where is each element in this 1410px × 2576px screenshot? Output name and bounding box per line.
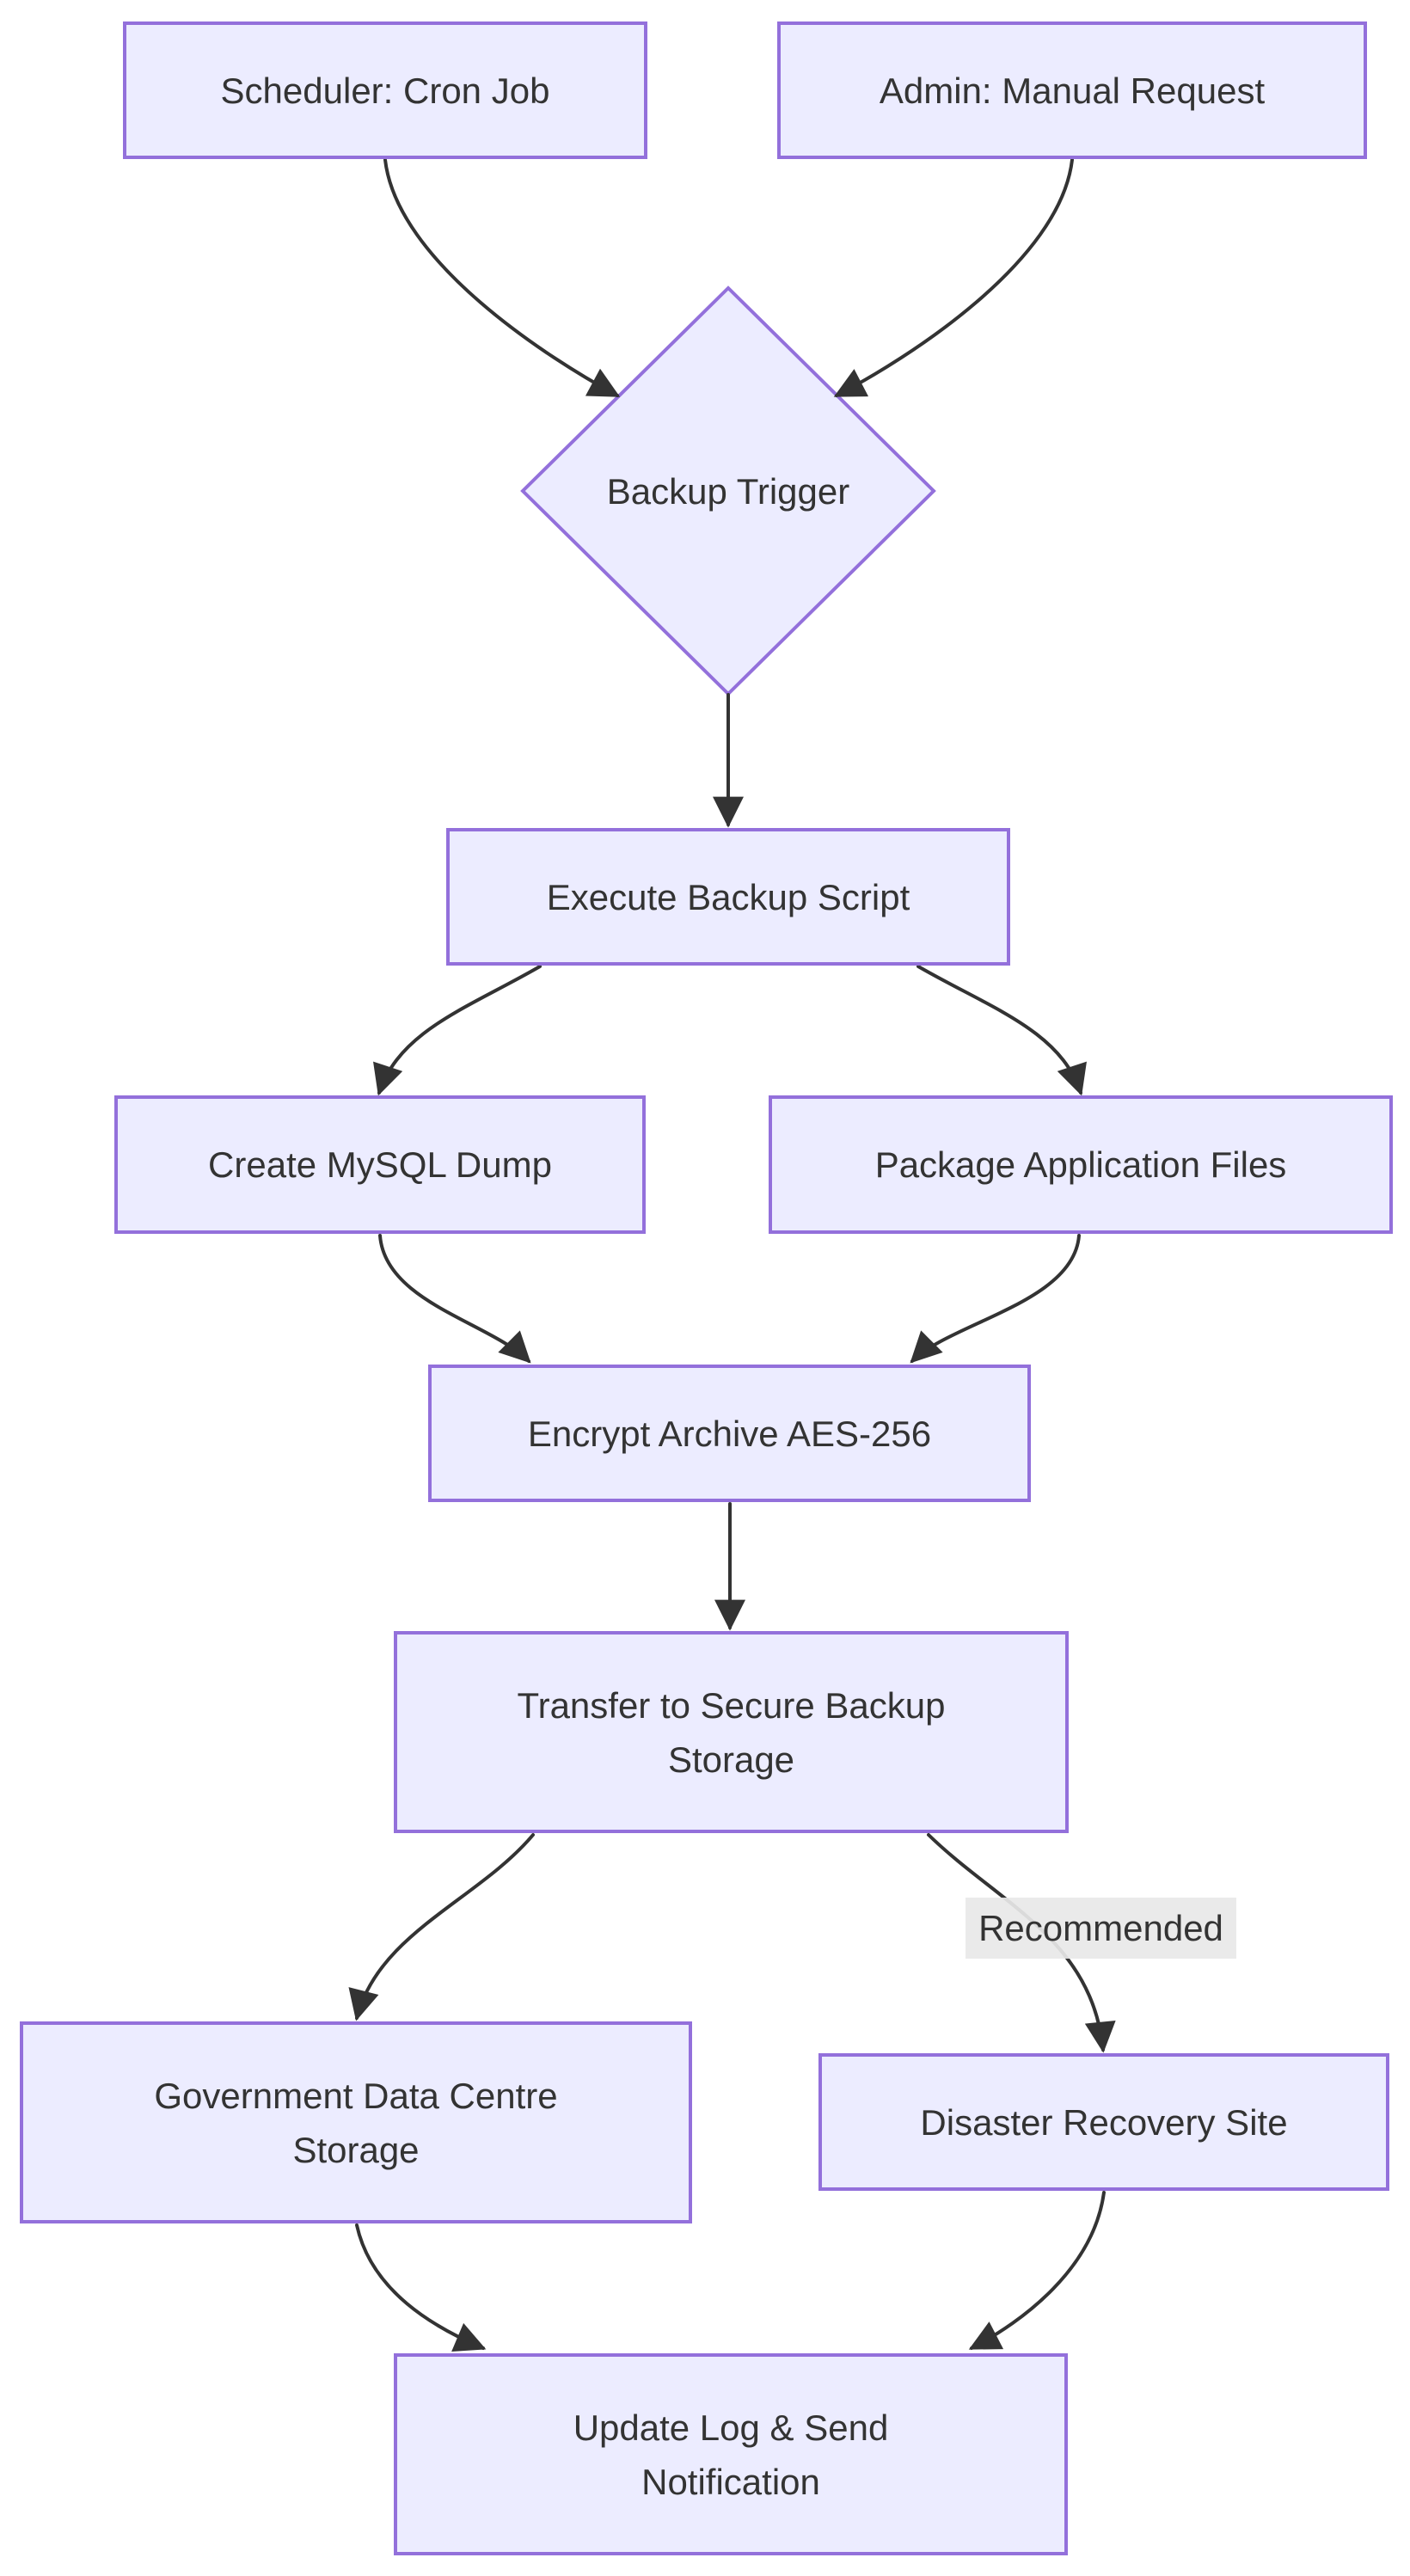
edge-execute-package [916, 965, 1087, 1096]
edge-admin-trigger [833, 158, 1074, 397]
node-mysql-label: Create MySQL Dump [208, 1144, 552, 1185]
edge-mysql-encrypt [378, 1234, 531, 1364]
edge-government-update [355, 2223, 487, 2352]
node-government-data-centre-storage: Government Data Centre Storage [20, 2021, 692, 2223]
node-scheduler-label: Scheduler: Cron Job [220, 70, 550, 111]
node-admin-manual-request: Admin: Manual Request [777, 21, 1367, 159]
node-execute-backup-script: Execute Backup Script [446, 828, 1010, 966]
node-update-label: Update Log & Send Notification [573, 2407, 889, 2502]
node-encrypt-label: Encrypt Archive AES-256 [527, 1413, 932, 1454]
edge-package-encrypt [910, 1234, 1081, 1364]
node-package-label: Package Application Files [874, 1144, 1287, 1185]
edge-transfer-government [348, 1833, 535, 2021]
node-update-log-send-notification: Update Log & Send Notification [394, 2353, 1068, 2555]
node-transfer-secure-backup-storage: Transfer to Secure Backup Storage [394, 1631, 1069, 1833]
node-scheduler-cron-job: Scheduler: Cron Job [123, 21, 647, 159]
node-transfer-label: Transfer to Secure Backup Storage [517, 1684, 946, 1780]
node-backup-trigger: Backup Trigger [556, 439, 900, 543]
node-trigger-label: Backup Trigger [606, 470, 850, 512]
node-disaster-recovery-site: Disaster Recovery Site [818, 2053, 1389, 2191]
node-execute-label: Execute Backup Script [546, 876, 910, 917]
edge-scheduler-trigger [383, 158, 621, 397]
node-create-mysql-dump: Create MySQL Dump [114, 1095, 646, 1234]
node-disaster-label: Disaster Recovery Site [920, 2101, 1288, 2143]
node-package-application-files: Package Application Files [769, 1095, 1393, 1234]
node-encrypt-archive-aes-256: Encrypt Archive AES-256 [428, 1365, 1031, 1502]
edge-execute-mysql [373, 965, 542, 1096]
edge-disaster-update [968, 2191, 1106, 2350]
node-admin-label: Admin: Manual Request [879, 70, 1266, 111]
edge-label-recommended-text: Recommended [978, 1907, 1223, 1948]
edge-label-recommended: Recommended [966, 1898, 1236, 1959]
node-government-label: Government Data Centre Storage [154, 2075, 558, 2170]
